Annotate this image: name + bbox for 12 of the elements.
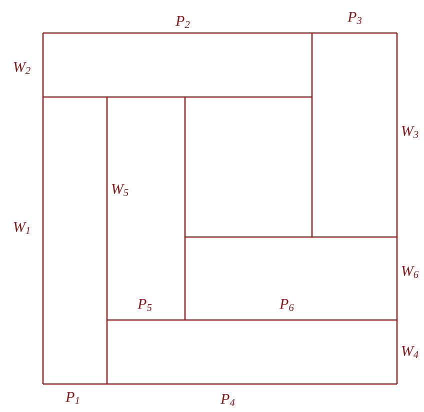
dimension-label: P$_{1}$ [65,392,79,404]
dimension-label: W$_{3}$ [402,126,418,138]
dimension-label: W$_{5}$ [112,184,128,196]
dimension-label: P$_{6}$ [279,298,294,312]
dimension-label: W$_{6}$ [402,266,419,278]
dimension-label: P$_{2}$ [175,16,190,28]
dimension-label: W$_{1}$ [14,222,30,234]
dimension-label: P$_{5}$ [137,298,152,312]
dimension-label: W$_{4}$ [402,346,418,358]
dimension-label: P$_{4}$ [220,394,235,406]
dimension-label: W$_{2}$ [14,62,30,74]
dimension-label: P$_{3}$ [347,12,362,24]
